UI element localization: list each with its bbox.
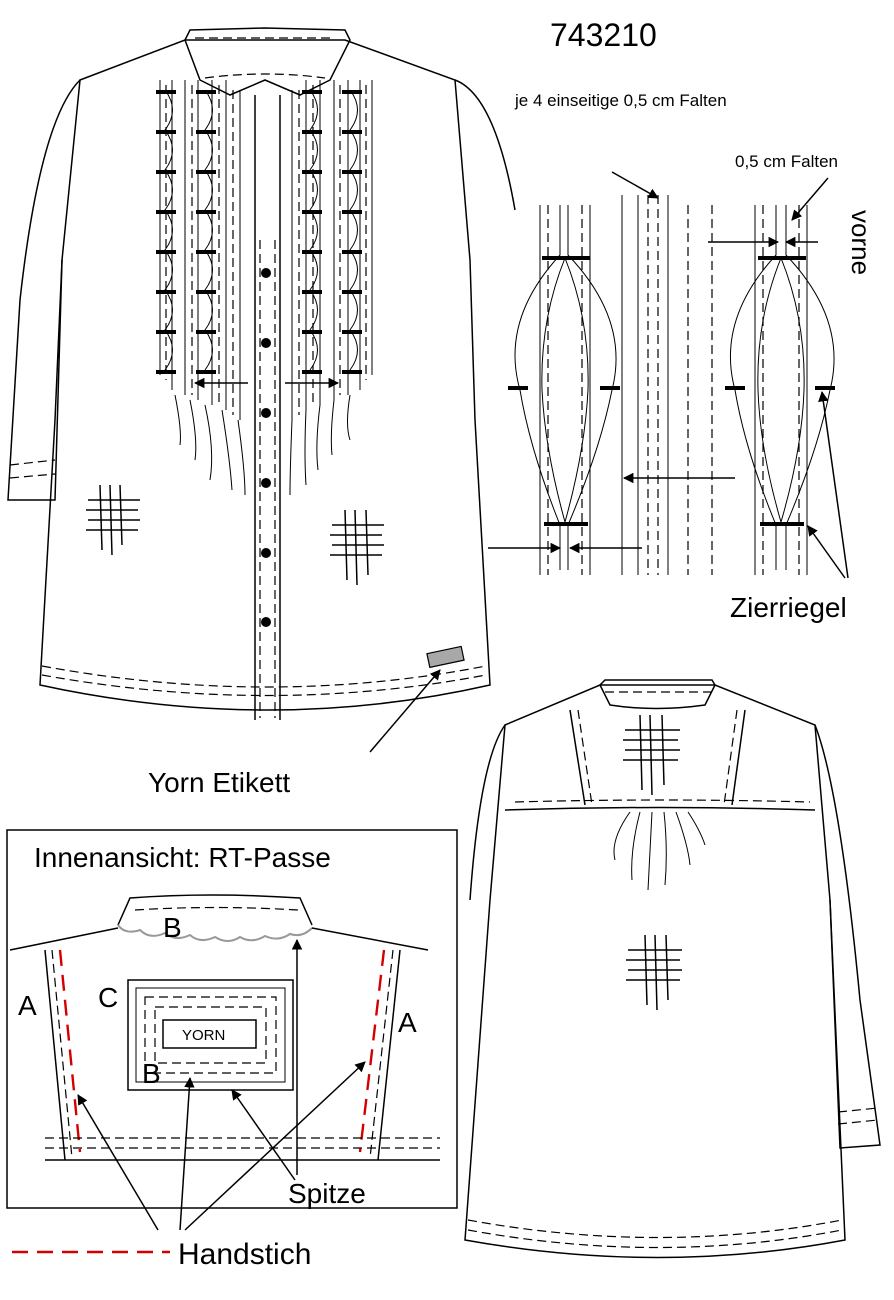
mark-a-right: A bbox=[398, 1007, 417, 1038]
inside-view-heading: Innenansicht: RT-Passe bbox=[34, 842, 331, 873]
pleat-note: je 4 einseitige 0,5 cm Falten bbox=[514, 91, 727, 110]
label-callout: Yorn Etikett bbox=[148, 767, 290, 798]
mark-c: C bbox=[98, 982, 118, 1013]
label-patch bbox=[426, 645, 465, 669]
style-number: 743210 bbox=[550, 17, 657, 53]
back-view bbox=[464, 679, 881, 1259]
fold-note: 0,5 cm Falten bbox=[735, 152, 838, 171]
bartack-label: Zierriegel bbox=[730, 592, 847, 623]
pleats-right bbox=[289, 80, 373, 496]
label-mark-b: B bbox=[142, 1058, 161, 1089]
lace-label: Spitze bbox=[288, 1178, 366, 1209]
inside-view-panel bbox=[6, 829, 458, 1254]
collar-mark-b: B bbox=[163, 912, 182, 943]
brand-label: YORN bbox=[182, 1027, 225, 1044]
handstitch-label: Handstich bbox=[178, 1238, 311, 1271]
pleats-left bbox=[156, 80, 246, 496]
front-label: vorne bbox=[846, 210, 876, 275]
mark-a-left: A bbox=[18, 990, 37, 1021]
pleat-detail bbox=[488, 171, 849, 579]
front-view bbox=[7, 27, 516, 753]
